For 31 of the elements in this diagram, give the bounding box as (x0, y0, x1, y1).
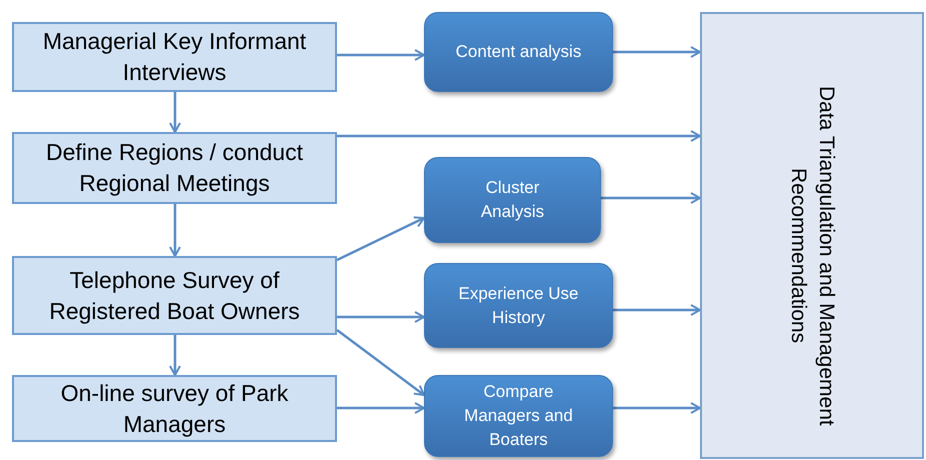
analysis-box (424, 263, 613, 348)
arrow (337, 311, 425, 323)
vertical-label: Data Triangulation and Management Recommendations (786, 84, 839, 428)
box-label: Telephone Survey of Registered Boat Owners (48, 266, 301, 326)
analysis-box (424, 157, 601, 243)
analysis-box (424, 375, 613, 457)
analysis-box (424, 12, 613, 92)
box-label: Managerial Key Informant Interviews (42, 27, 308, 87)
arrow (613, 46, 701, 58)
process-box (12, 256, 337, 335)
process-box (12, 22, 337, 92)
arrow (337, 130, 701, 142)
box-label: On-line survey of Park Managers (60, 378, 290, 439)
arrow (169, 335, 181, 376)
arrow (337, 49, 425, 61)
process-box (12, 375, 337, 442)
box-label: Compare Managers and Boaters (463, 381, 574, 451)
box-label: Experience Use History (457, 282, 580, 328)
arrow (337, 402, 425, 414)
arrow (169, 92, 181, 133)
process-box (12, 132, 337, 204)
arrow (169, 204, 181, 257)
arrow (601, 192, 701, 204)
box-label: Content analysis (456, 41, 582, 63)
arrow (613, 304, 701, 316)
arrow (613, 402, 701, 414)
box-label: Cluster Analysis (480, 177, 546, 223)
box-label: Define Regions / conduct Regional Meetings (45, 138, 304, 198)
result-box (700, 12, 924, 459)
arrow (336, 329, 425, 396)
arrow (336, 216, 425, 262)
